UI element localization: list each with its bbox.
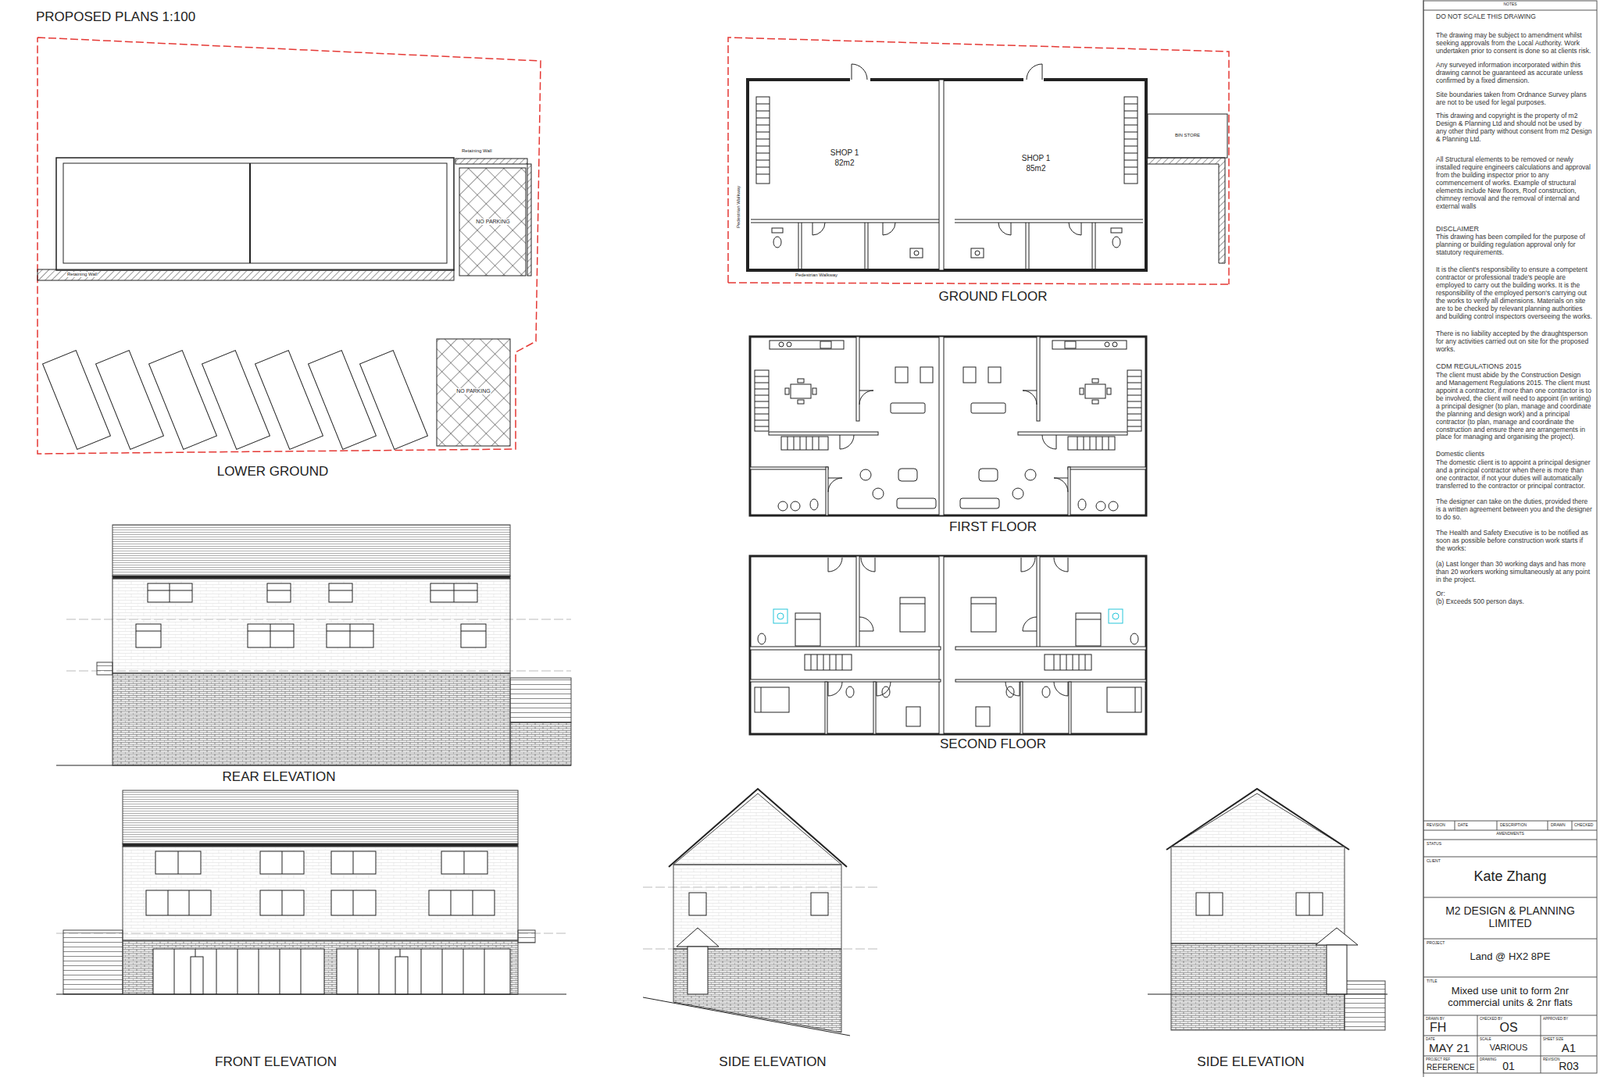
title-block-text: DRAWN (1550, 823, 1566, 829)
note-text: Any surveyed information incorporated wi… (1435, 61, 1593, 86)
plan-label: LOWER GROUND (217, 464, 329, 480)
note-text: DO NOT SCALE THIS DRAWING (1435, 13, 1593, 22)
plan-label: 85m2 (1025, 164, 1046, 174)
title-block-text: A1 (1561, 1041, 1576, 1055)
title-block-text: SHEET SIZE (1542, 1037, 1564, 1042)
title-block-text: CLIENT (1426, 859, 1441, 865)
plan-label: 82m2 (834, 158, 854, 168)
title-block-text: Land @ HX2 8PE (1470, 951, 1551, 964)
note-text: Or: (1435, 590, 1593, 599)
plan-label: SHOP 1 (1021, 153, 1051, 164)
plan-label: NO PARKING (475, 218, 511, 225)
note-text: (a) Last longer than 30 working days and… (1435, 560, 1593, 585)
note-text: There is no liability accepted by the dr… (1435, 330, 1593, 354)
title-block-text: MAY 21 (1428, 1041, 1470, 1055)
title-block-text: AMENDMENTS (1496, 832, 1525, 837)
plan-label: REAR ELEVATION (222, 769, 336, 786)
title-block-text: CHECKED BY (1479, 1017, 1503, 1022)
title-block-text: DATE (1457, 823, 1468, 829)
title-block-text: REVISION (1542, 1057, 1561, 1062)
lower-ground-plan (37, 37, 541, 454)
title-block-text: TITLE (1426, 979, 1438, 985)
sheet-title: PROPOSED PLANS 1:100 (35, 9, 196, 25)
front-elevation (56, 790, 567, 995)
title-block-text: REVISION (1426, 823, 1446, 829)
plan-label: FRONT ELEVATION (214, 1054, 337, 1071)
note-text: DISCLAIMER (1435, 225, 1593, 234)
ground-floor-plan (728, 37, 1229, 285)
plan-label: Retaining Wall (460, 148, 493, 154)
notes-column: DO NOT SCALE THIS DRAWING The drawing may… (1435, 13, 1593, 607)
plan-label: SIDE ELEVATION (1196, 1054, 1304, 1071)
title-block-text: PROJECT REF (1425, 1057, 1450, 1062)
side-elevation-right (1147, 789, 1388, 1031)
note-text: The client must abide by the Constructio… (1435, 371, 1593, 442)
plan-label: SHOP 1 (830, 148, 860, 158)
title-block-text: OS (1499, 1021, 1518, 1036)
title-block-text: 01 (1502, 1060, 1515, 1073)
note-text: It is the client's responsibility to ens… (1435, 266, 1593, 322)
title-block-text: CHECKED (1574, 823, 1593, 829)
title-block-text: R03 (1558, 1060, 1579, 1073)
plan-label: GROUND FLOOR (939, 289, 1048, 305)
note-text: Domestic clients (1435, 450, 1593, 459)
title-block-text: VARIOUS (1489, 1042, 1529, 1054)
title-block-text: REFERENCE (1426, 1063, 1475, 1073)
title-block-text: SCALE (1479, 1037, 1492, 1042)
note-text: The domestic client is to appoint a prin… (1435, 459, 1593, 491)
second-floor-plan (750, 556, 1147, 735)
plan-label: SIDE ELEVATION (718, 1054, 826, 1071)
note-text: Site boundaries taken from Ordnance Surv… (1435, 91, 1593, 108)
title-block-text: DESCRIPTION (1500, 823, 1527, 829)
note-text: The Health and Safety Executive is to be… (1435, 529, 1593, 554)
note-text: This drawing has been compiled for the p… (1435, 233, 1593, 258)
title-block-text: FH (1429, 1021, 1447, 1036)
plan-label: SECOND FLOOR (939, 736, 1047, 753)
side-elevation-left (642, 789, 878, 1036)
title-block-text: APPROVED BY (1542, 1017, 1568, 1022)
first-floor-plan (750, 336, 1147, 516)
note-text: All Structural elements to be removed or… (1435, 156, 1593, 211)
note-text: The designer can take on the duties, pro… (1435, 498, 1593, 522)
title-block (1423, 0, 1597, 1077)
plan-label: FIRST FLOOR (949, 519, 1037, 536)
title-block-text: DRAWING (1479, 1057, 1497, 1062)
plan-label: Retaining Wall (66, 271, 98, 278)
title-block-text: DRAWN BY (1425, 1017, 1445, 1022)
title-block-text: Mixed use unit to form 2nr commercial un… (1432, 985, 1589, 1010)
title-block-text: M2 DESIGN & PLANNING LIMITED (1434, 904, 1587, 930)
plan-label: Pedestrian Walkway (735, 185, 742, 229)
rear-elevation (56, 525, 572, 766)
title-block-text: Kate Zhang (1473, 868, 1547, 886)
note-text: The drawing may be subject to amendment … (1435, 32, 1593, 56)
title-block-text: DATE (1425, 1037, 1436, 1042)
plan-label: BIN STORE (1174, 132, 1201, 139)
title-block-text: PROJECT (1426, 941, 1445, 947)
note-text: (b) Exceeds 500 person days. (1435, 598, 1593, 607)
plan-label: Pedestrian Walkway (794, 272, 839, 279)
note-text: CDM REGULATIONS 2015 (1435, 362, 1593, 372)
note-text: This drawing and copyright is the proper… (1435, 112, 1593, 144)
title-block-text: STATUS (1426, 842, 1442, 847)
note-text: NOTES (1503, 2, 1517, 8)
plan-label: NO PARKING (455, 388, 491, 395)
